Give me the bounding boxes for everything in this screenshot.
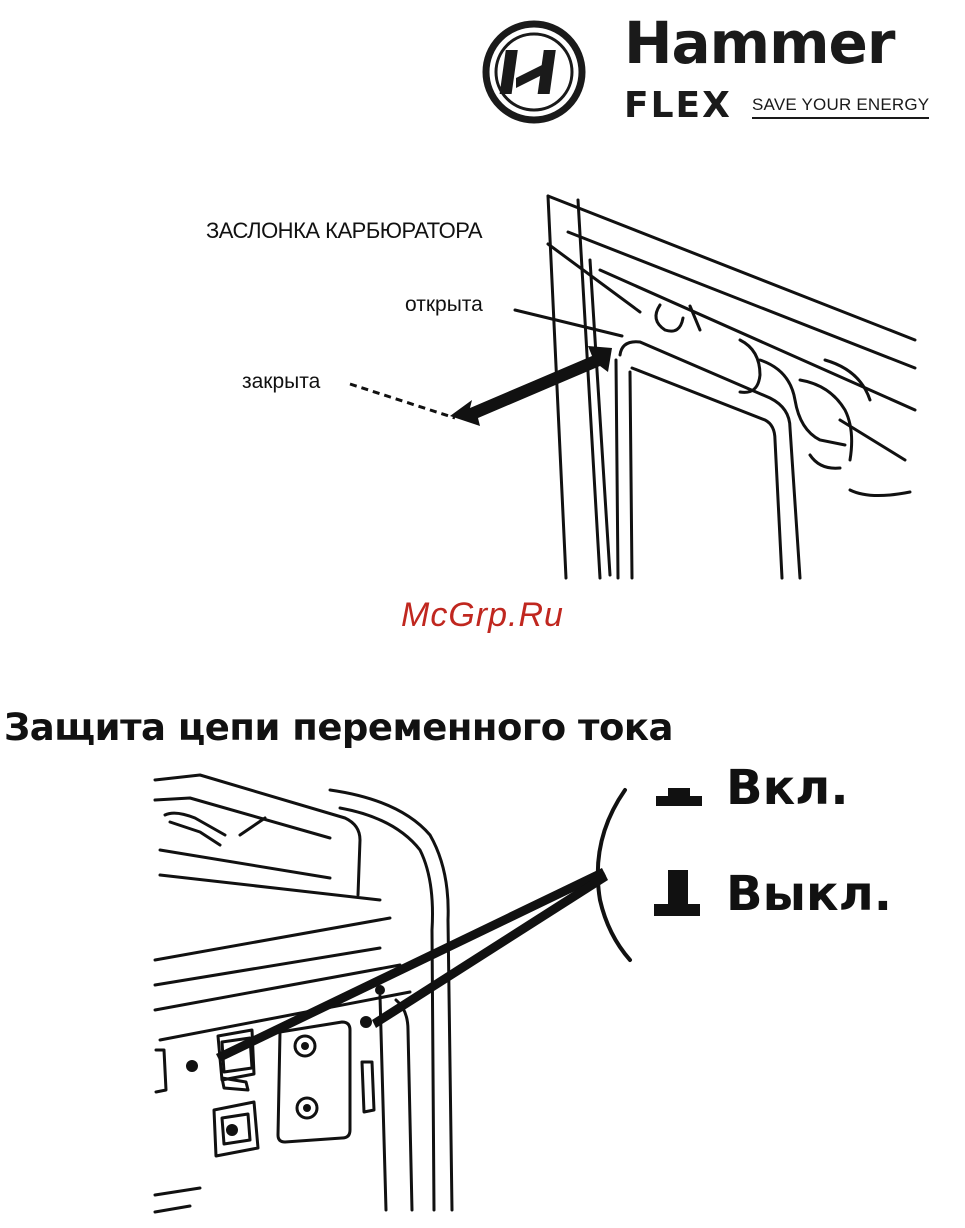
breaker-off-label: Выкл. — [726, 866, 892, 922]
breaker-on-label: Вкл. — [726, 760, 849, 816]
